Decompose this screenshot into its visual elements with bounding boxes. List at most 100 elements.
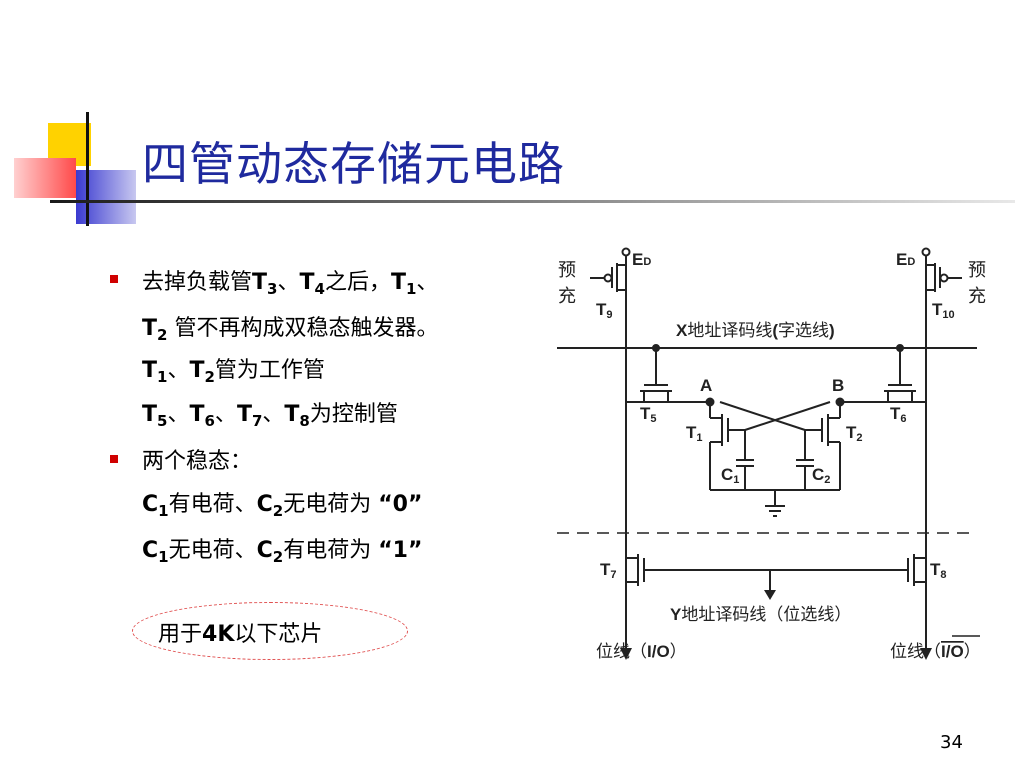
text-span: 位线（ <box>890 642 941 661</box>
ed-left-label: ED <box>632 250 651 269</box>
text-span: 管为工作管 <box>214 358 325 383</box>
c2-label: C2 <box>812 465 830 486</box>
text-span: 位线（ <box>596 642 647 661</box>
subscript: 7 <box>610 569 616 581</box>
precharge-left-label-2: 充 <box>558 286 576 306</box>
text-span: E <box>896 250 907 269</box>
text-span: Y <box>670 605 682 624</box>
bullet-2-heading: 两个稳态： <box>142 443 252 475</box>
ed-right-terminal <box>921 247 931 257</box>
bullet-2-line-2: C1无电荷、C2有电荷为 “1” <box>142 532 422 566</box>
bitline-left-label: 位线（I/O） <box>596 642 687 661</box>
text-span: T <box>284 402 300 427</box>
bitline-right-label: 位线（I/O） <box>890 642 981 661</box>
t7-label: T7 <box>600 560 617 581</box>
text-span: I/O <box>941 642 964 661</box>
text-span: T <box>252 270 268 295</box>
bullet-marker-2 <box>110 455 118 463</box>
y-line-label: Y地址译码线（位选线） <box>670 605 851 624</box>
ed-right-label: ED <box>896 250 915 269</box>
text-span: 以下芯片 <box>234 622 323 647</box>
text-span: T <box>890 404 901 423</box>
text-span: 用于 <box>158 622 203 647</box>
note-ellipse <box>132 602 408 660</box>
text-span: 之后， <box>324 270 391 295</box>
t10-label: T10 <box>932 300 955 321</box>
text-span: ） <box>670 642 687 661</box>
subscript: 2 <box>157 326 168 344</box>
t6-label: T6 <box>890 404 907 425</box>
text-span: “0” <box>378 492 423 517</box>
note-text: 用于4K以下芯片 <box>158 616 322 648</box>
subscript: 8 <box>940 569 946 581</box>
text-span: T <box>596 300 607 319</box>
io-arrow-right <box>920 648 932 660</box>
text-span: T <box>189 358 205 383</box>
subscript: 8 <box>299 412 310 430</box>
text-span: C <box>142 492 159 517</box>
io-arrow-left <box>620 648 632 660</box>
x-line-label: X地址译码线(字选线) <box>676 321 835 340</box>
text-span: T <box>142 316 158 341</box>
bullet-marker-1 <box>110 275 118 283</box>
text-span: T <box>932 300 943 319</box>
text-span: T <box>142 358 158 383</box>
node-b-label: B <box>832 376 844 395</box>
precharge-right-label-1: 预 <box>968 260 986 280</box>
subscript: D <box>907 256 915 268</box>
subscript: 9 <box>606 309 612 321</box>
text-span: “1” <box>378 538 423 563</box>
bullet-1-line-4: T5、T6、T7、T8为控制管 <box>142 396 398 430</box>
text-span: 地址译码线（位选线） <box>681 605 851 624</box>
node-a-label: A <box>700 376 712 395</box>
text-span: T <box>686 423 697 442</box>
subscript: 4 <box>314 280 325 298</box>
subscript: 1 <box>157 368 168 386</box>
text-span: T <box>142 402 158 427</box>
subscript: D <box>643 256 651 268</box>
text-span: 管不再构成双稳态触发器。 <box>167 316 439 341</box>
text-span: T <box>189 402 205 427</box>
subscript: 5 <box>650 413 656 425</box>
t8-label: T8 <box>930 560 947 581</box>
page-number: 34 <box>940 732 963 753</box>
text-span: 无电荷为 <box>283 492 379 517</box>
text-span: I/O <box>647 642 670 661</box>
title-deco-red-bar <box>14 158 76 198</box>
text-span: C <box>256 492 273 517</box>
text-span: T <box>299 270 315 295</box>
t5-label: T5 <box>640 404 657 425</box>
text-span: ( <box>772 321 778 340</box>
t9-label: T9 <box>596 300 613 321</box>
t9-gate-bubble <box>603 273 613 283</box>
t1-label: T1 <box>686 423 703 444</box>
text-span: 无电荷、 <box>168 538 257 563</box>
subscript: 2 <box>272 502 284 520</box>
text-span: 、 <box>262 402 285 427</box>
text-span: 有电荷为 <box>283 538 379 563</box>
text-span: 、 <box>167 358 190 383</box>
text-span: E <box>632 250 643 269</box>
text-span: T <box>930 560 941 579</box>
subscript: 2 <box>272 548 284 566</box>
bullet-1-line-3: T1、T2管为工作管 <box>142 352 325 386</box>
subscript: 3 <box>267 280 278 298</box>
subscript: 2 <box>204 368 215 386</box>
c1-label: C1 <box>721 465 739 486</box>
subscript: 6 <box>204 412 215 430</box>
subscript: 7 <box>251 412 263 430</box>
t10-gate-bubble <box>939 273 949 283</box>
text-span: ) <box>829 321 835 340</box>
y-arrow-head <box>764 590 776 600</box>
subscript: 1 <box>696 432 702 444</box>
text-span: 地址译码线 <box>687 321 772 340</box>
slide-title: 四管动态存储元电路 <box>142 137 565 191</box>
text-span: T <box>846 423 857 442</box>
bullet-2-line-1: C1有电荷、C2无电荷为 “0” <box>142 486 422 520</box>
cross-wire-2 <box>719 401 806 431</box>
precharge-right-label-2: 充 <box>968 286 986 306</box>
text-span: 、 <box>167 402 190 427</box>
text-span: 、 <box>416 270 439 295</box>
bullet-1-line-2: T2 管不再构成双稳态触发器。 <box>142 310 438 344</box>
